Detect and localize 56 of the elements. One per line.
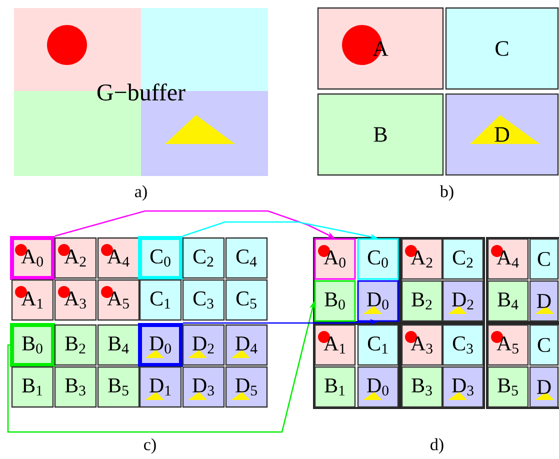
grid-cell: B$_{2}$: [54, 324, 97, 366]
grid-cell: B$_{1}$: [11, 366, 54, 408]
panel-label: a): [135, 185, 147, 201]
grid-cell: D$_{0}$: [138, 323, 183, 367]
grid-cell: A$_{4}$: [487, 238, 529, 280]
grid-cell: A$_{5}$: [97, 279, 140, 321]
grid-cell: A$_{2}$: [54, 237, 97, 279]
grid-cell: B$_{5}$: [487, 366, 529, 408]
grid-cell: A$_{4}$: [97, 237, 140, 279]
grid-cell: D$_{0}$: [357, 280, 399, 322]
grid-cell: D$_{2}$: [182, 324, 225, 366]
grid-cell: B$_{0}$: [314, 280, 356, 322]
grid-cell: D$_{2}$: [442, 280, 484, 322]
grid-cell: A$_{5}$: [487, 324, 529, 366]
grid-cell: B$_{4}$: [97, 324, 140, 366]
grid-cell: C$_{3}$: [442, 324, 484, 366]
grid-cell: D$_{5}$: [225, 366, 268, 408]
grid-cell: A$_{3}$: [401, 324, 443, 366]
grid-cell: C$_{0}$: [138, 236, 183, 280]
grid-cell: C$_{2}$: [442, 238, 484, 280]
grid-cell: A$_{2}$: [401, 238, 443, 280]
grid-cell: D$_{1}$: [139, 366, 182, 408]
grid-cell: C$_{4}$: [225, 237, 268, 279]
panel-label: d): [430, 438, 444, 454]
tile: D: [445, 93, 559, 176]
grid-cell: D$_{4}$: [225, 324, 268, 366]
grid-cell: A$_{3}$: [54, 279, 97, 321]
grid-cell: B$_{1}$: [314, 366, 356, 408]
grid-cell: C$_{3}$: [182, 279, 225, 321]
grid-cell: B$_{5}$: [97, 366, 140, 408]
grid-cell: A$_{0}$: [314, 238, 356, 280]
grid-cell: A$_{1}$: [314, 324, 356, 366]
grid-cell: A$_{0}$: [10, 236, 55, 280]
grid-cell: D: [529, 366, 559, 408]
grid-cell: C: [529, 324, 559, 366]
gbuffer-image: G−buffer: [14, 8, 268, 176]
grid-cell: C$_{5}$: [225, 279, 268, 321]
grid-cell: B$_{3}$: [54, 366, 97, 408]
grid-cell: C: [529, 238, 559, 280]
grid-cell: C$_{1}$: [139, 279, 182, 321]
grid-cell: D$_{0}$: [357, 366, 399, 408]
grid-cell: C$_{0}$: [357, 238, 399, 280]
grid-cell: B$_{2}$: [401, 280, 443, 322]
grid-cell: A$_{1}$: [11, 279, 54, 321]
panel-label: c): [144, 438, 156, 454]
grid-cell: B$_{4}$: [487, 280, 529, 322]
grid-cell: D$_{3}$: [182, 366, 225, 408]
grid-cell: D$_{3}$: [442, 366, 484, 408]
grid-cell: C$_{2}$: [182, 237, 225, 279]
tile: C: [445, 7, 559, 90]
grid-cell: B$_{0}$: [10, 323, 55, 367]
grid-cell: B$_{3}$: [401, 366, 443, 408]
grid-cell: C$_{1}$: [357, 324, 399, 366]
tile: B: [317, 93, 444, 176]
panel-label: b): [440, 185, 454, 201]
grid-cell: D: [529, 280, 559, 322]
